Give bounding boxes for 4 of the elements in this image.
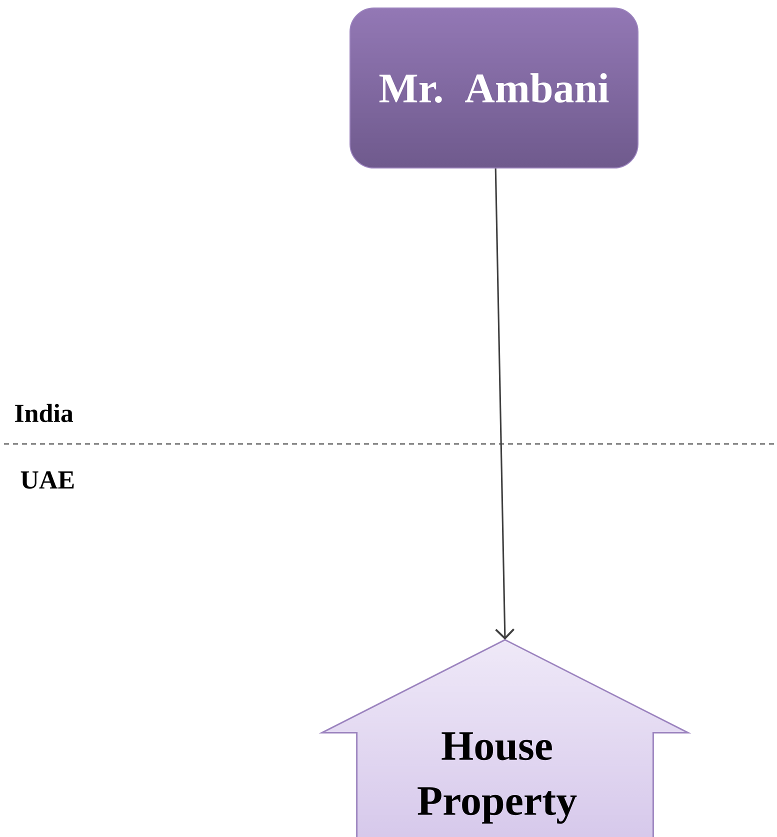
person-box: Mr. Ambani [350, 8, 638, 168]
region-label: India [15, 404, 74, 422]
arrow [494, 168, 515, 640]
region-label: UAE [20, 471, 74, 489]
